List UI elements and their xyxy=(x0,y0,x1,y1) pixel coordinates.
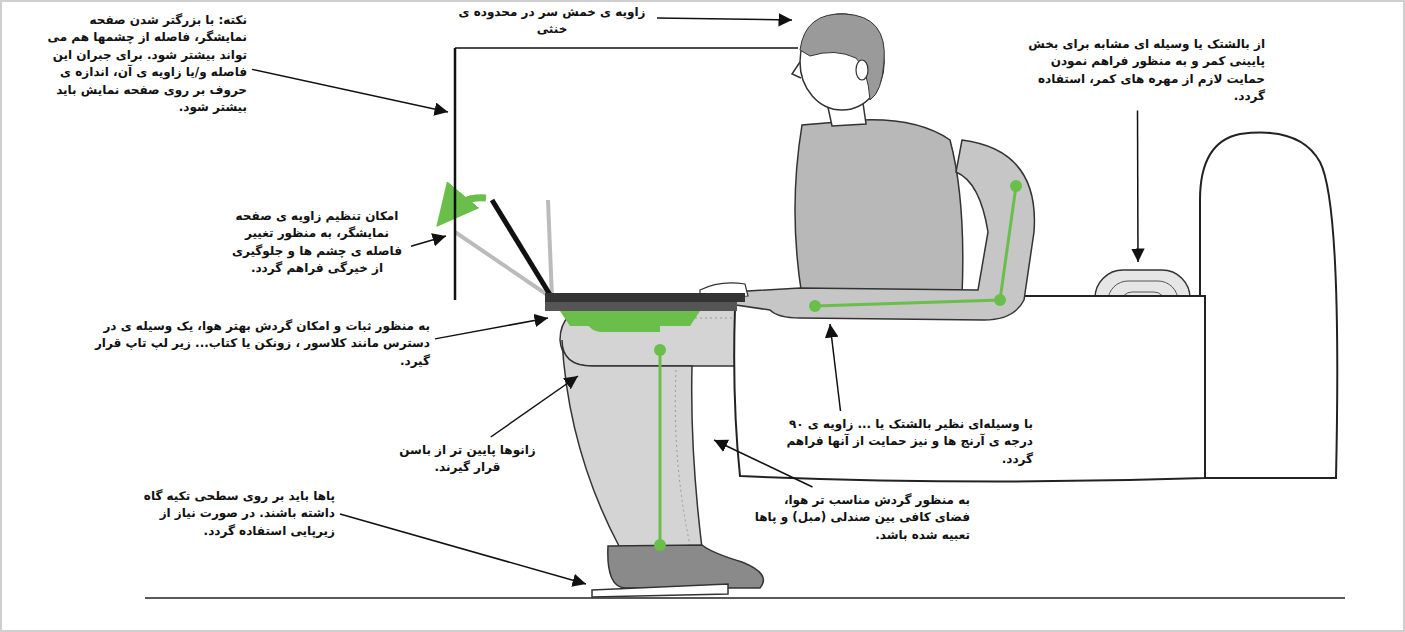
chair-seat xyxy=(734,296,1205,482)
laptop xyxy=(447,198,745,302)
head xyxy=(792,14,884,110)
callout-note: از بالشتک یا وسیله ای مشابه برای بخش پای… xyxy=(1010,36,1265,106)
shoe xyxy=(608,545,764,588)
leader-arrow xyxy=(252,69,448,112)
leader-arrow xyxy=(491,376,578,437)
laptop-stand xyxy=(545,302,737,311)
callout-note: با وسیله‌ای نظیر بالشتک یا ... زاویه ی ۹… xyxy=(758,416,1033,468)
callout-note: زاویه ی خمش سر در محدوده ی خنثی xyxy=(452,4,652,39)
callout-note: به منظور ثبات و امکان گردش بهتر هوا، یک … xyxy=(80,318,430,370)
leader-arrow xyxy=(435,318,548,339)
torso xyxy=(795,120,963,296)
footrest xyxy=(592,584,728,597)
chair-back xyxy=(1200,133,1337,478)
screen-height-line xyxy=(454,48,457,300)
leader-arrow xyxy=(657,18,792,20)
arm xyxy=(732,140,1034,320)
callout-note: نکته: با بزرگتر شدن صفحه نمایشگر، فاصله … xyxy=(35,12,247,116)
stand-wedge xyxy=(560,311,700,326)
leader-arrow xyxy=(1137,111,1139,262)
callout-note: امکان تنظیم زاویه ی صفحه نمایشگر، به منظ… xyxy=(228,208,406,278)
leader-arrow xyxy=(411,236,446,246)
leader-arrow xyxy=(340,514,586,584)
lower-leg xyxy=(562,340,702,548)
leader-arrow xyxy=(830,324,841,411)
callout-note: پاها باید بر روی سطحی تکیه گاه داشته باش… xyxy=(130,488,335,540)
callout-note: به منظور گردش مناسب تر هوا، فضای کافی بی… xyxy=(745,492,970,544)
callout-note: زانوها پایین تر از باسن قرار گیرند. xyxy=(390,442,545,477)
floor-line xyxy=(145,597,1345,599)
viewing-distance-line xyxy=(455,47,798,49)
posture-guide-lines xyxy=(585,180,1022,551)
